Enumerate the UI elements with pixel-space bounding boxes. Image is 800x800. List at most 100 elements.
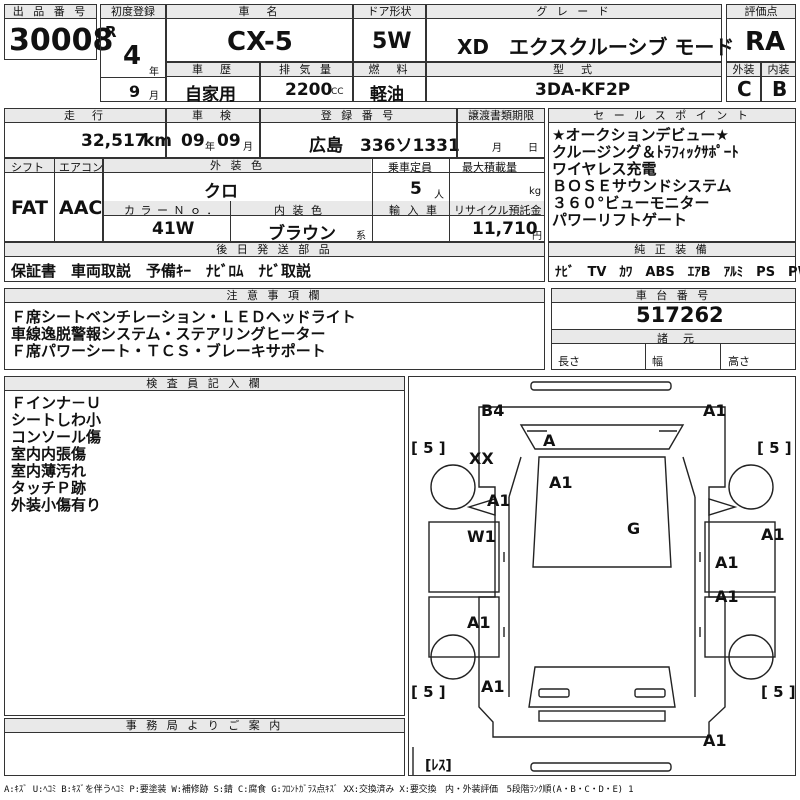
interior-color-label: 内 装 色	[274, 204, 324, 217]
inspector-note-1: Ｆインナ－Ｕ	[11, 394, 102, 412]
damage-mark: A1	[467, 613, 491, 632]
mileage: 32,517	[81, 131, 147, 151]
recycle-unit: 円	[532, 231, 542, 242]
damage-mark: XX	[469, 449, 494, 468]
shift-ac-block: シフト エアコン FAT AAC	[4, 158, 103, 242]
deadline-cell: 譲渡書類期限 月 日	[457, 108, 545, 158]
damage-mark: G	[627, 519, 641, 538]
lot-number: 30008	[9, 23, 114, 58]
interior-color: ブラウン	[268, 224, 336, 244]
car-outline-diagram	[412, 381, 776, 775]
damage-mark: A1	[487, 491, 511, 510]
note-3: Ｆ席パワーシート・ＴＣＳ・ブレーキサポート	[11, 342, 326, 360]
mileage-unit: km	[143, 131, 173, 151]
grade-label: グ レ ー ド	[427, 5, 721, 19]
mileage-label: 走 行	[5, 109, 165, 123]
inspector-note-7: 外装小傷有り	[11, 496, 102, 514]
sales-point-6: パワーリフトゲート	[552, 211, 688, 229]
ac-type: AAC	[59, 197, 103, 219]
grade-cell: グ レ ー ド XD エクスクルーシブ モード	[426, 4, 734, 62]
later-parts-label: 後 日 発 送 部 品	[5, 243, 544, 257]
sales-point-4: ＢＯＳＥサウンドシステム	[552, 177, 732, 195]
capacity-unit: 人	[434, 190, 444, 201]
grade: XD エクスクルーシブ モード	[457, 35, 735, 59]
capacity-label: 乗車定員	[388, 161, 432, 174]
lot-number-cell: 出 品 番 号 30008	[4, 4, 113, 60]
damage-mark: A1	[703, 731, 727, 750]
exterior-color: クロ	[204, 182, 238, 202]
height-label: 高さ	[728, 355, 750, 368]
notes-cell: 注 意 事 項 欄 Ｆ席シートベンチレーション・ＬＥＤヘッドライト 車線逸脱警報…	[4, 288, 545, 370]
dims-label: 諸 元	[657, 332, 696, 345]
color-number: 41W	[152, 219, 195, 239]
equipment-label: 純 正 装 備	[549, 243, 795, 257]
damage-mark: A	[543, 431, 556, 450]
displacement-unit: CC	[331, 87, 344, 97]
notes-label: 注 意 事 項 欄	[5, 289, 544, 303]
interior-color-unit: 系	[356, 231, 366, 242]
first-reg-label: 初度登録	[101, 5, 165, 19]
car-name-cell: 車 名 CX-5	[166, 4, 353, 62]
note-1: Ｆ席シートベンチレーション・ＬＥＤヘッドライト	[11, 308, 356, 326]
load-unit: kg	[529, 186, 542, 197]
exterior-grade: C	[737, 77, 752, 101]
damage-diagram: [ 5 ] [ 5 ] [ 5 ] [ 5 ] [ﾚｽ] B4 A1 A XX …	[408, 376, 796, 776]
reg-month: 9	[129, 82, 141, 101]
exterior-grade-cell: 外装 C	[726, 62, 761, 102]
model-label: 型 式	[427, 63, 721, 77]
model-code: 3DA-KF2P	[535, 80, 631, 100]
width-label: 幅	[652, 355, 663, 368]
note-2: 車線逸脱警報システム・ステアリングヒーター	[11, 325, 326, 343]
color-label: 外 装 色	[104, 159, 371, 173]
displacement-cell: 排 気 量 2200 CC	[260, 62, 353, 102]
interior-grade-label: 内装	[762, 63, 795, 77]
interior-grade: B	[772, 77, 788, 101]
car-name-label: 車 名	[167, 5, 352, 19]
inspection-label: 車 検	[167, 109, 259, 123]
displacement: 2200	[285, 80, 333, 100]
reg-year-unit: 年	[149, 67, 159, 78]
damage-mark: A1	[715, 553, 739, 572]
inspector-cell: 検 査 員 記 入 欄 Ｆインナ－Ｕ シートしわ小 コンソール傷 室内内張傷 室…	[4, 376, 405, 716]
later-parts: 保証書 車両取説 予備ｷｰ ﾅﾋﾞﾛﾑ ﾅﾋﾞ取説	[11, 262, 312, 280]
capacity: 5	[410, 179, 422, 199]
color-no-label: カ ラ ー Ｎ ｏ ．	[124, 204, 219, 217]
history: 自家用	[185, 85, 236, 105]
plate-number: 広島 336ソ1331	[309, 136, 460, 156]
tire-front-right: [ 5 ]	[757, 439, 792, 457]
model-cell: 型 式 3DA-KF2P	[426, 62, 722, 102]
deadline-month-unit: 月	[492, 143, 502, 154]
history-label: 車 歴	[167, 63, 259, 77]
sales-points-label: セ ー ル ス ポ イ ン ト	[549, 109, 795, 123]
tire-front-left: [ 5 ]	[411, 439, 446, 457]
damage-mark: A1	[481, 677, 505, 696]
inspection-month-unit: 月	[243, 142, 253, 153]
exterior-grade-label: 外装	[727, 63, 760, 77]
history-cell: 車 歴 自家用	[166, 62, 260, 105]
fuel-cell: 燃 料 軽油	[353, 62, 426, 105]
inspector-note-6: タッチＰ跡	[11, 479, 87, 497]
deadline-day-unit: 日	[528, 143, 538, 154]
inspection-year: 09	[181, 131, 205, 151]
inspector-note-5: 室内薄汚れ	[11, 462, 87, 480]
inspector-note-2: シートしわ小	[11, 411, 102, 429]
sales-point-1: ★オークションデビュー★	[552, 126, 729, 144]
inspection-year-unit: 年	[205, 142, 215, 153]
color-block: 外 装 色 クロ 乗車定員 最大積載量 5 人 kg カ ラ ー Ｎ ｏ ． 内…	[103, 158, 545, 244]
mileage-cell: 走 行 32,517 km	[4, 108, 172, 158]
ac-label: エアコン	[59, 161, 103, 174]
reg-year: 4	[123, 41, 142, 71]
equipment-cell: 純 正 装 備 ﾅﾋﾞ TV ｶﾜ ABS ｴｱB ｱﾙﾐ PS PW	[548, 242, 800, 282]
inspection-month: 09	[217, 131, 241, 151]
damage-mark: W1	[467, 527, 496, 546]
damage-mark: B4	[481, 401, 505, 420]
chassis-label: 車 台 番 号	[552, 289, 795, 303]
office-label: 事 務 局 よ り ご 案 内	[5, 719, 404, 733]
sales-points-cell: セ ー ル ス ポ イ ン ト ★オークションデビュー★ クルージング＆ﾄﾗﾌｨ…	[548, 108, 796, 242]
office-cell: 事 務 局 よ り ご 案 内	[4, 718, 405, 776]
plate-label: 登 録 番 号	[261, 109, 456, 123]
equipment: ﾅﾋﾞ TV ｶﾜ ABS ｴｱB ｱﾙﾐ PS PW	[555, 265, 800, 280]
damage-mark: A1	[703, 401, 727, 420]
inspection-cell: 車 検 09 年 09 月	[166, 108, 260, 158]
import-label: 輸 入 車	[389, 204, 439, 217]
